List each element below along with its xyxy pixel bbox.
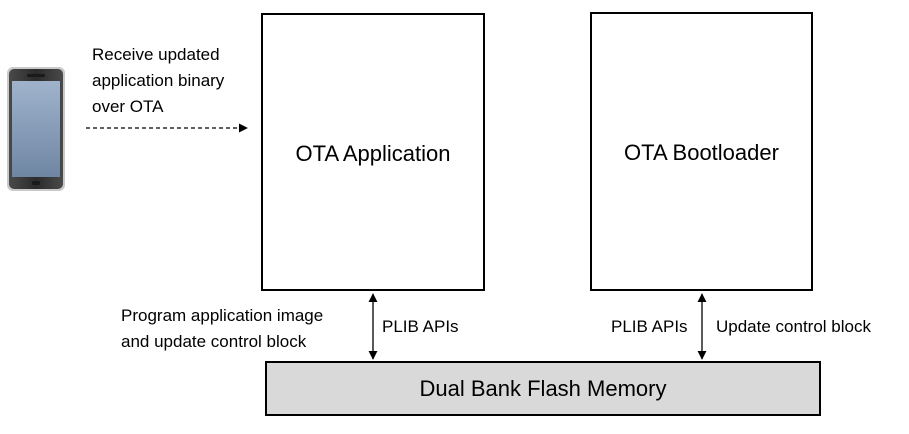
update-control-block-label: Update control block xyxy=(716,317,871,336)
ota-bootloader-title: OTA Bootloader xyxy=(624,140,779,165)
boot-plib-apis-label: PLIB APIs xyxy=(611,317,688,336)
smartphone-icon xyxy=(7,67,65,191)
program-image-label-line1: Program application image xyxy=(121,306,324,325)
flash-memory-label: Dual Bank Flash Memory xyxy=(419,375,667,401)
ota-receive-note-line2: application binary xyxy=(92,71,225,90)
app-plib-apis-label: PLIB APIs xyxy=(382,317,459,336)
ota-receive-note-line1: Receive updated xyxy=(92,45,220,64)
ota-application-box: OTA Application xyxy=(261,13,485,291)
ota-application-title: OTA Application xyxy=(295,141,451,166)
ota-receive-note-line3: over OTA xyxy=(92,97,164,116)
ota-receive-note: Receive updated application binary over … xyxy=(92,42,224,120)
ota-bootloader-box: OTA Bootloader xyxy=(590,12,813,291)
dual-bank-flash-memory: Dual Bank Flash Memory xyxy=(265,361,821,416)
program-image-label: Program application image and update con… xyxy=(121,303,323,355)
program-image-label-line2: and update control block xyxy=(121,332,307,351)
